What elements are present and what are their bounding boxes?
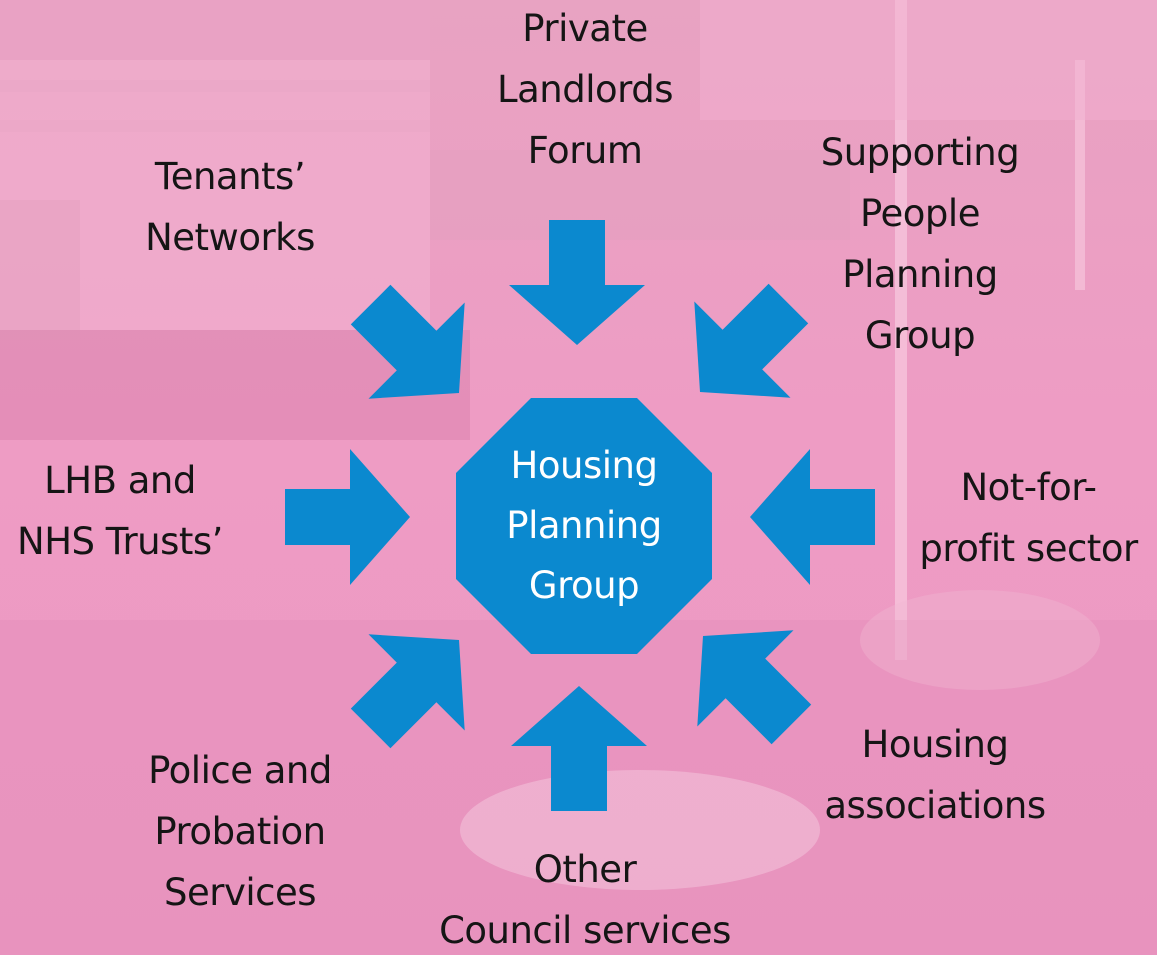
- arrow-housing-associations: [697, 630, 812, 745]
- arrow-tenants-networks: [350, 284, 465, 399]
- label-not-for-profit-sector: Not-for- profit sector: [919, 466, 1138, 570]
- arrow-not-for-profit-sector: [750, 449, 875, 585]
- arrow-other-council-services: [511, 686, 647, 811]
- label-private-landlords-forum: Private Landlords Forum: [497, 7, 673, 172]
- arrows-group: [285, 220, 875, 811]
- arrow-police-and-probation-services: [350, 634, 465, 749]
- center-label: Housing Planning Group: [506, 444, 662, 607]
- label-housing-associations: Housing associations: [824, 723, 1046, 827]
- center-octagon: [456, 398, 712, 654]
- label-supporting-people-planning-group: Supporting People Planning Group: [820, 131, 1020, 357]
- arrow-lhb-and-nhs-trusts: [285, 449, 410, 585]
- label-other-council-services: Other Council services: [439, 848, 731, 952]
- label-police-and-probation-services: Police and Probation Services: [148, 749, 332, 914]
- label-tenants-networks: Tenants’ Networks: [145, 155, 315, 259]
- arrow-private-landlords-forum: [509, 220, 645, 345]
- arrow-supporting-people-planning-group: [694, 283, 809, 398]
- label-lhb-and-nhs-trusts: LHB and NHS Trusts’: [17, 459, 223, 563]
